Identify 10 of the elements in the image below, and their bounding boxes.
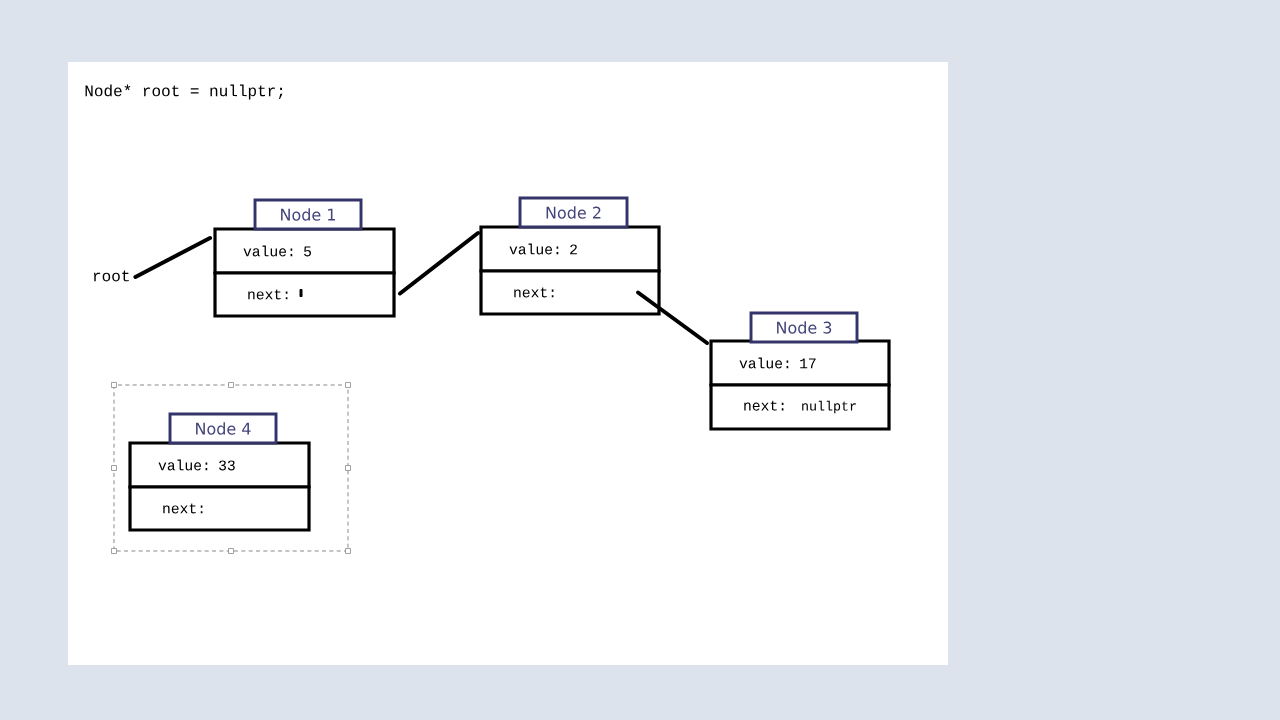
node-name-box: Node 4 [168,412,278,445]
next-cell: next: nullptr [709,383,891,431]
node-name-box: Node 3 [749,311,859,344]
next-cell: next: [213,271,396,318]
node-name-box: Node 1 [253,198,363,231]
node-name-box: Node 2 [518,196,629,229]
next-cell: next: [128,485,311,532]
next-cell: next: [479,269,661,316]
variable-label: root [93,270,129,282]
code-line: Node* root = nullptr; [85,84,283,100]
